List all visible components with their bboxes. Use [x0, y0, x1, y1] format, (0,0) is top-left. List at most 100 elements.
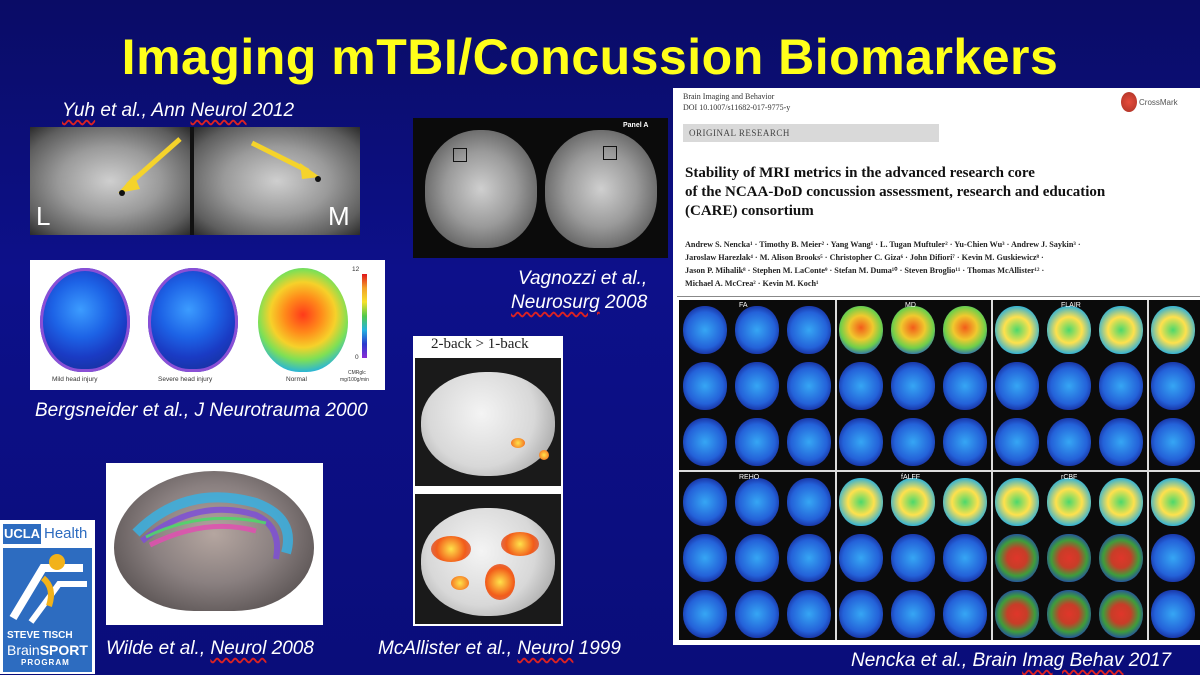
yuh-arrows [118, 137, 321, 196]
mri-grid-cell [891, 590, 935, 638]
mri-grid-cells [679, 300, 1200, 640]
runner-icon [9, 554, 87, 624]
vagnozzi-figure: Panel A [413, 118, 668, 258]
mri-grid-cell [943, 418, 987, 466]
mri-grid-cell [943, 306, 987, 354]
pet-label-normal: Normal [286, 376, 307, 383]
nencka-paper: Brain Imaging and Behavior DOI 10.1007/s… [673, 88, 1200, 645]
mri-grid-cell [839, 478, 883, 526]
mri-grid-cell [683, 478, 727, 526]
caption-mcallister-pre: McAllister et al., [378, 638, 518, 659]
mri-grid-cell [683, 306, 727, 354]
pet-normal [258, 268, 348, 372]
caption-vagnozzi-post: 2008 [599, 292, 648, 313]
mri-grid-cell [891, 534, 935, 582]
slide-title: Imaging mTBI/Concussion Biomarkers [121, 29, 1059, 85]
mri-grid-cell [787, 534, 831, 582]
brain-render-top [421, 372, 555, 476]
yuh-mri-left [30, 127, 190, 235]
paper-title-line3: (CARE) consortium [685, 203, 814, 219]
grid-label-fa: FA [739, 302, 748, 309]
mri-grid-cell [995, 306, 1039, 354]
paper-journal: Brain Imaging and Behavior [683, 92, 775, 101]
mri-grid-cell [1151, 306, 1195, 354]
scale-max: 12 [352, 266, 360, 273]
caption-wilde-pre: Wilde et al., [106, 638, 211, 659]
mri-grid-cell [735, 478, 779, 526]
grid-label-flair: FLAIR [1061, 302, 1081, 309]
mri-grid-cell [891, 418, 935, 466]
activation-spot [451, 576, 469, 590]
mri-grid-cell [1047, 306, 1091, 354]
mri-grid-cell [1047, 590, 1091, 638]
mri-grid-cell [1047, 534, 1091, 582]
mri-grid-cell [995, 362, 1039, 410]
sport-word: SPORT [39, 642, 88, 658]
mcallister-header: 2-back > 1-back [431, 336, 529, 352]
mri-metric-grid: FA MD FLAIR REHO fALFF rCBF [679, 300, 1200, 640]
mcallister-figure: 2-back > 1-back [413, 336, 563, 626]
mri-grid-cell [1099, 534, 1143, 582]
caption-nencka: Nencka et al., Brain Imag Behav 2017 [851, 650, 1171, 672]
caption-nencka-pre: Nencka et al., Brain [851, 650, 1023, 671]
program-label: PROGRAM [21, 658, 70, 667]
mcallister-top-bg [415, 358, 561, 486]
paper-authors: Andrew S. Nencka¹ · Timothy B. Meier² · … [685, 238, 1190, 290]
divider [677, 296, 1200, 297]
caption-vagnozzi-line1: Vagnozzi et al., [518, 268, 648, 289]
caption-wilde-journal: Neurol [210, 638, 267, 659]
ucla-logo: UCLA Health STEVE TISCH BrainSPORT PROGR… [0, 520, 95, 674]
caption-wilde-post: 2008 [266, 638, 314, 659]
arrow-icon [250, 140, 310, 174]
panel-label: Panel A [623, 122, 649, 129]
caption-yuh: Yuh et al., Ann Neurol 2012 [62, 100, 294, 122]
mri-grid-cell [995, 534, 1039, 582]
mri-grid-cell [1151, 418, 1195, 466]
activation-spot [511, 438, 525, 448]
mri-grid-cell [1047, 362, 1091, 410]
mri-grid-cell [1099, 362, 1143, 410]
mri-grid-cell [1151, 590, 1195, 638]
mri-grid-cell [735, 306, 779, 354]
caption-yuh-name: Yuh [62, 100, 96, 121]
mri-grid-cell [787, 418, 831, 466]
mri-grid-cell [839, 534, 883, 582]
steve-tisch-label: STEVE TISCH [7, 630, 73, 641]
wilde-figure [106, 463, 323, 625]
caption-yuh-post: 2012 [246, 100, 295, 121]
paper-title: Stability of MRI metrics in the advanced… [685, 164, 1105, 221]
mri-grid-cell [787, 590, 831, 638]
mri-grid-cell [787, 362, 831, 410]
mri-grid-cell [1099, 478, 1143, 526]
scale-unit-1: CMRglc [348, 370, 366, 376]
mri-grid-cell [995, 590, 1039, 638]
mri-grid-cell [995, 478, 1039, 526]
brainsport-label: BrainSPORT [7, 642, 88, 658]
health-wordmark: Health [44, 525, 88, 542]
mri-grid-cell [1151, 534, 1195, 582]
roi-box-right [603, 146, 617, 160]
mri-grid-cell [891, 306, 935, 354]
caption-yuh-mid: et al., Ann [95, 100, 191, 121]
mri-grid-cell [891, 362, 935, 410]
caption-mcallister-post: 1999 [573, 638, 621, 659]
mri-grid-cell [683, 418, 727, 466]
caption-yuh-journal: Neurol [190, 100, 247, 121]
activation-spot [431, 536, 471, 562]
brain-word: Brain [7, 642, 40, 658]
mri-grid-cell [995, 418, 1039, 466]
yuh-label-left: L [36, 201, 51, 231]
mri-grid-cell [839, 418, 883, 466]
activation-spot [501, 532, 539, 556]
mri-grid-cell [1047, 478, 1091, 526]
mri-grid-cell [787, 306, 831, 354]
grid-label-md: MD [905, 302, 916, 309]
scale-unit-2: mg/100g/min [340, 377, 369, 383]
pet-severe [148, 268, 238, 372]
caption-vagnozzi-journal: Neurosurg [511, 292, 600, 313]
mri-grid-cell [943, 534, 987, 582]
scale-min: 0 [355, 354, 359, 361]
dti-tracts [132, 492, 293, 560]
caption-nencka-journal: Imag Behav [1022, 650, 1124, 671]
arrow-head-icon [300, 163, 320, 179]
